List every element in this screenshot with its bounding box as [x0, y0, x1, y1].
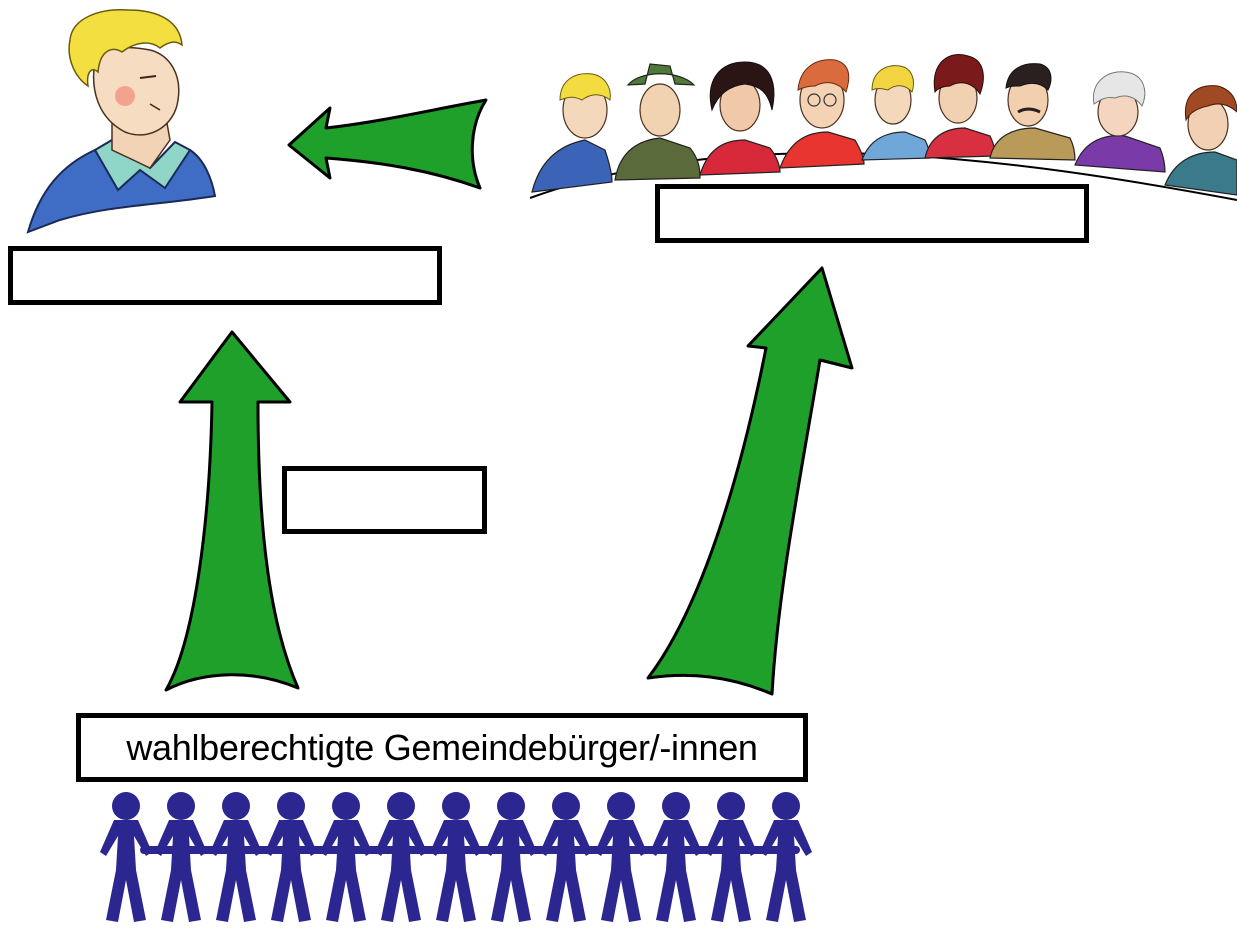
up-arrow: [164, 330, 300, 692]
middle-label-box: [282, 466, 487, 534]
council-group: [529, 54, 1237, 201]
voter-figure-icon: [100, 792, 152, 922]
voters-label: wahlberechtigte Gemeindebürger/-innen: [126, 726, 758, 768]
voter-figures: [100, 792, 812, 922]
up-arrow: [646, 266, 854, 696]
mayor-portrait: [26, 9, 217, 234]
left-arrow: [287, 98, 488, 190]
council-label-box: [655, 184, 1089, 243]
voter-figure-icon: [155, 792, 812, 922]
voters-label-box: wahlberechtigte Gemeindebürger/-innen: [76, 713, 808, 782]
mayor-label-box: [8, 246, 442, 305]
